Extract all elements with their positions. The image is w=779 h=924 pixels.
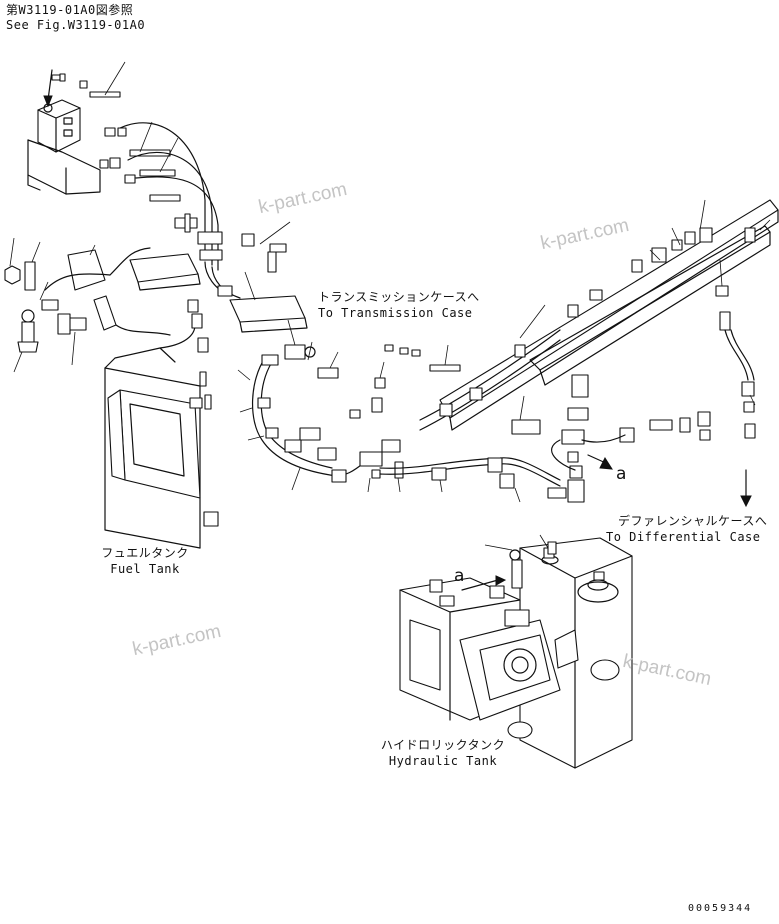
differential-label-jp: デファレンシャルケースへ bbox=[618, 514, 768, 528]
transmission-label-en: To Transmission Case bbox=[318, 306, 473, 320]
fuel-tank bbox=[104, 299, 219, 549]
drawing-number: 00059344 bbox=[688, 903, 753, 914]
see-fig-reference-jp: 第W3119-01A0図参照 bbox=[6, 3, 134, 17]
frame-rail bbox=[419, 199, 779, 431]
see-fig-reference-en: See Fig.W3119-01A0 bbox=[6, 18, 146, 32]
hydraulic-tank-label-en: Hydraulic Tank bbox=[388, 754, 498, 768]
right-center-hose bbox=[379, 374, 711, 503]
callout-a-right: a bbox=[616, 464, 627, 484]
hose-clamps bbox=[197, 221, 291, 297]
middle-hose-assembly bbox=[237, 319, 461, 493]
hydraulic-tank bbox=[399, 534, 633, 769]
fuel-tank-label-jp: フュエルタンク bbox=[101, 546, 189, 560]
fuel-tank-label-en: Fuel Tank bbox=[110, 562, 180, 576]
clamp-strips bbox=[129, 253, 308, 333]
hydraulic-tank-label-jp: ハイドロリックタンク bbox=[380, 738, 506, 752]
transmission-label-jp: トランスミッションケースへ bbox=[318, 290, 480, 304]
bracket-parts-left bbox=[4, 237, 171, 373]
right-hose-assembly bbox=[715, 259, 756, 508]
differential-label-en: To Differential Case bbox=[606, 530, 761, 544]
callout-a-tank: a bbox=[454, 566, 465, 586]
